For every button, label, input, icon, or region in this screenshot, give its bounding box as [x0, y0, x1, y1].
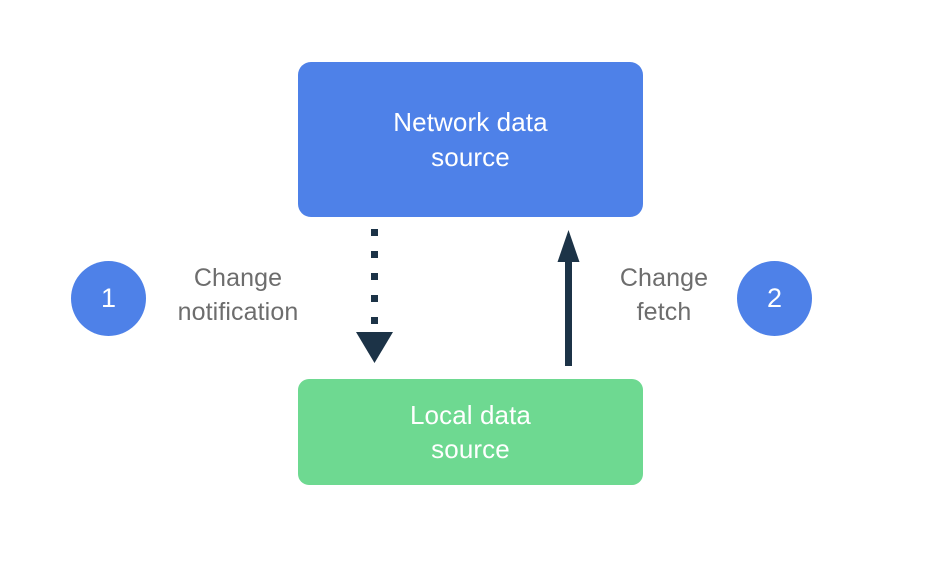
- edge-label-change-notification: Change notification: [177, 264, 299, 326]
- arrowhead-up-icon: [557, 230, 580, 262]
- dotted-segment: [371, 317, 378, 324]
- dotted-segment: [371, 229, 378, 236]
- arrow-shaft: [565, 258, 572, 366]
- arrowhead-down-icon: [356, 332, 393, 363]
- dotted-segment: [371, 295, 378, 302]
- step-marker-1[interactable]: 1: [71, 261, 146, 336]
- edge-label-change-fetch: Change fetch: [619, 264, 709, 326]
- step-marker-2[interactable]: 2: [737, 261, 812, 336]
- dotted-segment: [371, 273, 378, 280]
- arrow-change-fetch: [557, 230, 580, 366]
- node-network-data-source[interactable]: Network data source: [298, 62, 643, 217]
- arrow-change-notification: [356, 229, 393, 363]
- node-local-data-source[interactable]: Local data source: [298, 379, 643, 485]
- dotted-segment: [371, 251, 378, 258]
